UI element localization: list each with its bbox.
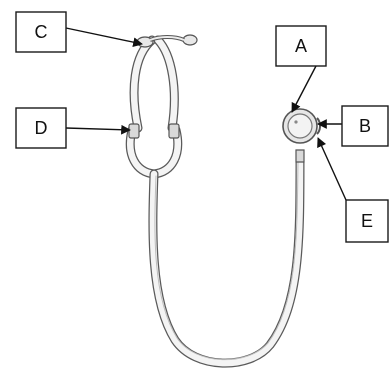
label-c-text: C (35, 22, 48, 42)
headset-spring (129, 124, 179, 174)
diaphragm (288, 114, 312, 138)
leader-e (318, 138, 346, 200)
label-c: C (16, 12, 66, 52)
label-e-text: E (361, 211, 373, 231)
leader-d (66, 128, 130, 130)
label-a-text: A (295, 36, 307, 56)
label-a: A (276, 26, 326, 66)
label-b: B (342, 106, 388, 146)
leader-c (66, 28, 142, 44)
chestpiece (283, 109, 320, 162)
label-e: E (346, 200, 388, 242)
stethoscope-illustration (129, 35, 320, 363)
label-d: D (16, 108, 66, 148)
label-b-text: B (359, 116, 371, 136)
leader-a (292, 66, 316, 112)
label-d-text: D (35, 118, 48, 138)
